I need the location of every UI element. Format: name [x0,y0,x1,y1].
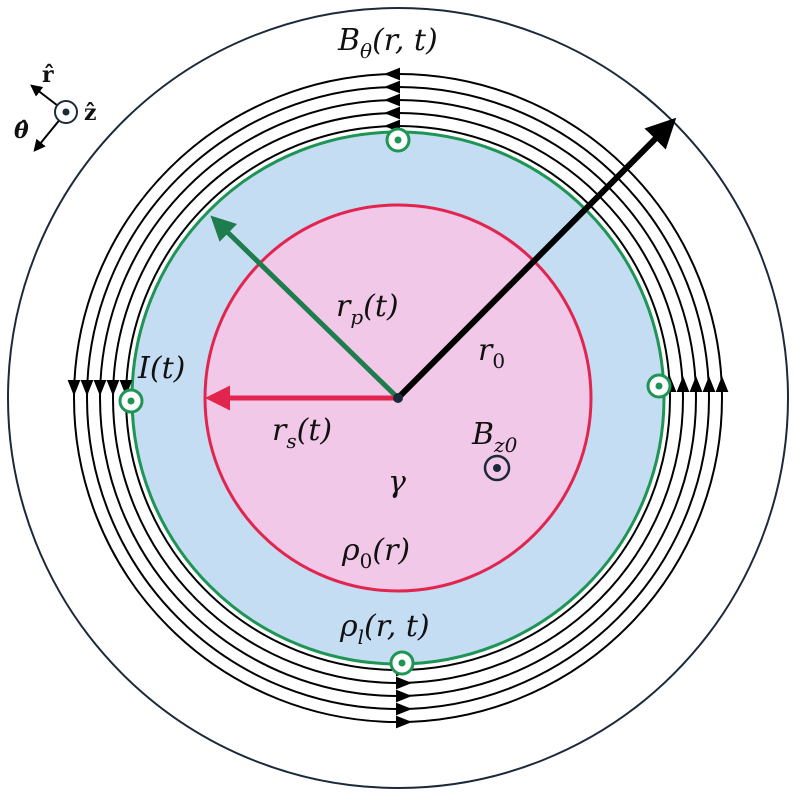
arrowhead-icon [676,376,690,392]
outer-boundary-ring [7,7,789,789]
dot-in-circle-icon [655,382,663,390]
arrowhead-icon [119,380,133,396]
radius-r0-arrow [395,117,677,401]
legend-z-hat: ẑ [84,100,97,126]
radius-rp-arrow [210,215,400,400]
label-gamma: γ [388,465,406,500]
arrowhead-icon [80,380,94,396]
arrowhead-icon [67,380,81,396]
dot-in-circle-icon [398,659,406,667]
center-point [393,393,403,403]
arrowhead-icon [396,715,412,729]
label-b-theta: Bθ(r, t) [337,23,438,63]
dot-in-circle-icon [394,136,402,144]
arrowhead-icon [715,376,729,392]
axial-field-marker [483,454,511,482]
dot-in-circle-icon [493,464,501,472]
arrowhead-icon [93,380,107,396]
label-r-s: rs(t) [272,413,332,453]
arrowhead-icon [689,376,703,392]
current-marker-bottom [389,650,415,676]
label-rho-l: ρl(r, t) [339,609,430,649]
label-b-z0: Bz0 [471,417,518,457]
coordinate-legend: r̂ θ̂ ẑ [14,62,97,152]
arrowhead-icon [384,67,400,81]
legend-r-hat: r̂ [42,62,54,88]
current-marker-left [118,388,144,414]
label-current: I(t) [137,351,185,386]
arrowhead-icon [396,702,412,716]
arrowhead-icon [384,106,400,120]
label-rho-0: ρ0(r) [341,533,410,573]
legend-theta-hat: θ̂ [14,118,29,144]
arrowhead-icon [384,80,400,94]
arrowhead-icon [384,93,400,107]
current-marker-right [646,373,672,399]
label-r-0: r0 [478,333,505,373]
dot-in-circle-icon [127,397,135,405]
current-marker-top [385,127,411,153]
arrowhead-icon [396,676,412,690]
arrowhead-icon [702,376,716,392]
label-r-p: rp(t) [336,289,399,329]
arrowhead-icon [106,380,120,396]
arrowhead-icon [396,689,412,703]
z-hat-dot-icon [62,108,70,116]
